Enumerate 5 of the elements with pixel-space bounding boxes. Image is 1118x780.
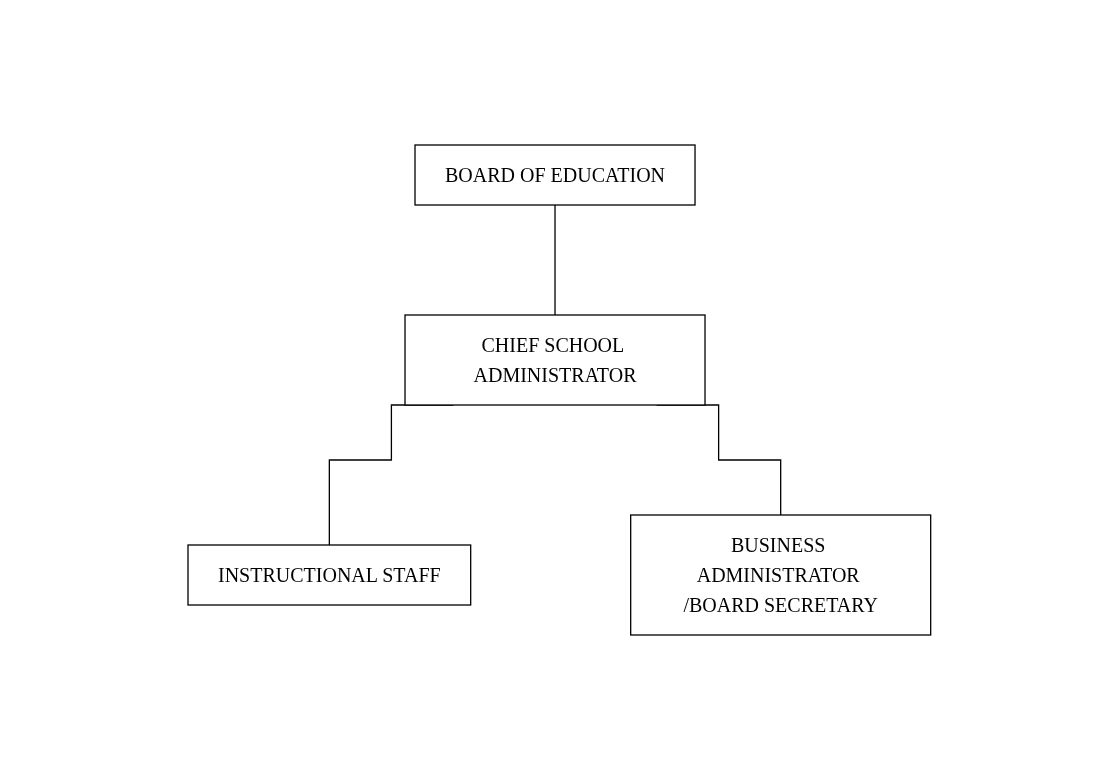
node-box: INSTRUCTIONAL STAFF	[187, 544, 471, 606]
node-box: BOARD OF EDUCATION	[414, 144, 696, 206]
node-box: BUSINESS ADMINISTRATOR /BOARD SECRETARY	[629, 514, 931, 636]
node-box: CHIEF SCHOOL ADMINISTRATOR	[404, 314, 706, 406]
connector	[554, 204, 556, 316]
